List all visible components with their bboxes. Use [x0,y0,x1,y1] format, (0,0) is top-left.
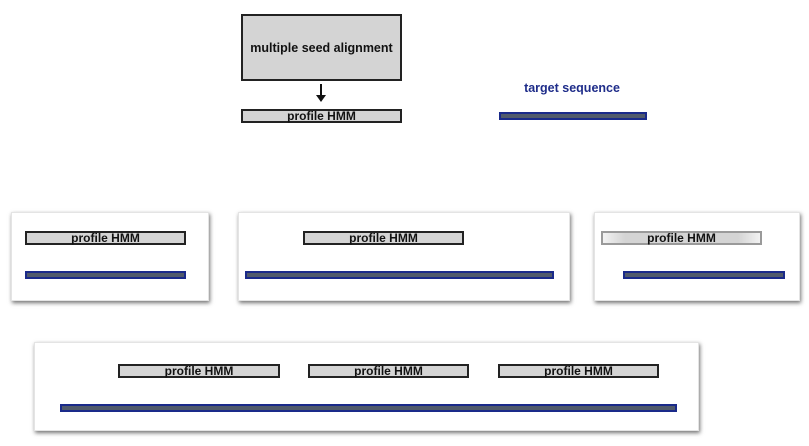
down-arrow-icon [316,95,326,102]
multiple-seed-alignment-box: multiple seed alignment [241,14,402,81]
multiple-seed-alignment-label: multiple seed alignment [250,40,393,55]
target-sequence-bar [499,112,647,120]
profile-hmm-box-bottom-1: profile HMM [118,364,280,378]
alignment-panel-center [238,212,570,301]
profile-hmm-box-panel-center: profile HMM [303,231,464,245]
profile-hmm-label: profile HMM [647,231,716,245]
profile-hmm-box-bottom-2: profile HMM [308,364,469,378]
profile-hmm-box-top: profile HMM [241,109,402,123]
profile-hmm-label: profile HMM [349,231,418,245]
profile-hmm-label: profile HMM [544,364,613,378]
profile-hmm-label: profile HMM [164,364,234,378]
profile-hmm-label: profile HMM [354,364,423,378]
sequence-bar-panel-bottom [60,404,677,412]
sequence-bar-panel-left [25,271,186,279]
profile-hmm-box-bottom-3: profile HMM [498,364,659,378]
alignment-panel-bottom [34,342,699,431]
alignment-panel-right [594,212,800,301]
profile-hmm-label: profile HMM [287,109,356,123]
sequence-bar-panel-right [623,271,785,279]
profile-hmm-box-panel-left: profile HMM [25,231,186,245]
sequence-bar-panel-center [245,271,554,279]
profile-hmm-box-panel-right: profile HMM [601,231,762,245]
down-arrow-shaft [320,84,322,97]
alignment-panel-left [11,212,209,301]
target-sequence-label: target sequence [524,81,620,95]
profile-hmm-label: profile HMM [71,231,140,245]
